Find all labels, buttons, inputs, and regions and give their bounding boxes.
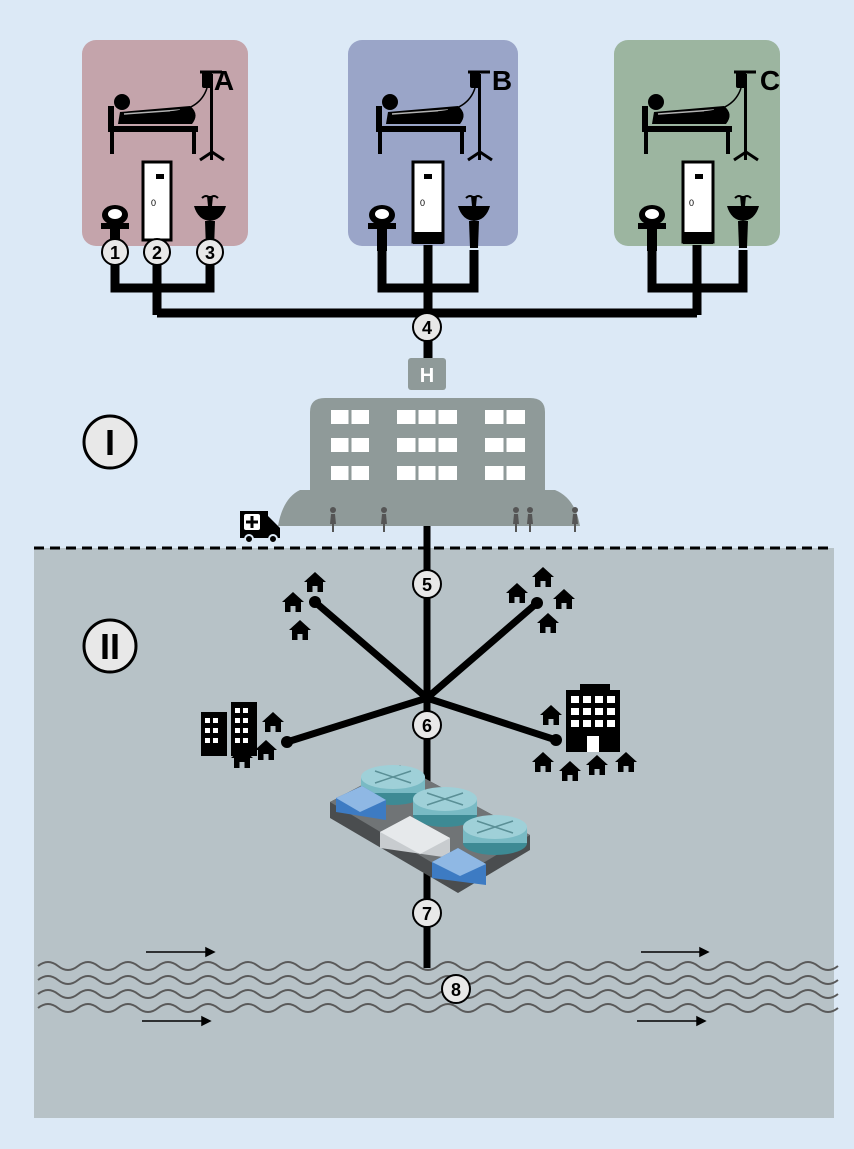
node-5-marker: 5 [412,569,442,599]
svg-text:0: 0 [151,198,156,208]
person-icon [513,507,519,532]
room-b-panel [348,40,518,246]
section-ii-label: II [100,626,120,667]
node-6-number: 6 [422,716,432,736]
outlet-1-marker: 1 [101,238,129,266]
sewer-network [285,526,558,968]
shower-icon: 0 [411,160,445,244]
node-7-number: 7 [422,904,432,924]
svg-text:0: 0 [689,198,694,208]
node-6-marker: 6 [412,710,442,740]
shower-icon: 0 [681,160,715,244]
person-icon [330,507,336,532]
hospital-windows [331,410,525,480]
flow-arrow-icon [142,946,710,1027]
room-b-label: B [492,65,512,96]
node-4-marker: 4 [412,312,442,342]
outlet-2-number: 2 [152,243,162,263]
svg-text:0: 0 [420,198,425,208]
room-a: A 0 [82,40,248,251]
room-a-label: A [214,65,234,96]
room-c-panel [614,40,780,246]
person-icon [527,507,533,532]
sewer-junctions [281,596,562,748]
section-i-label: I [105,422,115,463]
outlet-2-marker: 2 [143,238,171,266]
ambulance-icon [240,511,280,544]
node-4-number: 4 [422,318,432,338]
hospital-window-dividers [348,410,507,480]
node-8-number: 8 [451,980,461,1000]
section-ii-marker: II [82,618,138,674]
outlet-3-marker: 3 [196,238,224,266]
section-i-marker: I [82,414,138,470]
river-wave-icon [37,961,839,1013]
treatment-plant-icon [330,765,530,893]
node-8-marker: 8 [441,974,471,1004]
person-icon [381,507,387,532]
person-icon [572,507,578,532]
node-7-marker: 7 [412,898,442,928]
hospital-sign: H [420,365,434,387]
node-5-number: 5 [422,575,432,595]
room-b: B 0 [348,40,518,251]
apartment-building-icon [201,702,257,756]
shower-icon: 0 [141,160,173,242]
outlet-3-number: 3 [205,243,215,263]
room-c-label: C [760,65,780,96]
room-c: C 0 [614,40,780,251]
apartment-building-icon [566,684,620,752]
outlet-1-number: 1 [110,243,120,263]
